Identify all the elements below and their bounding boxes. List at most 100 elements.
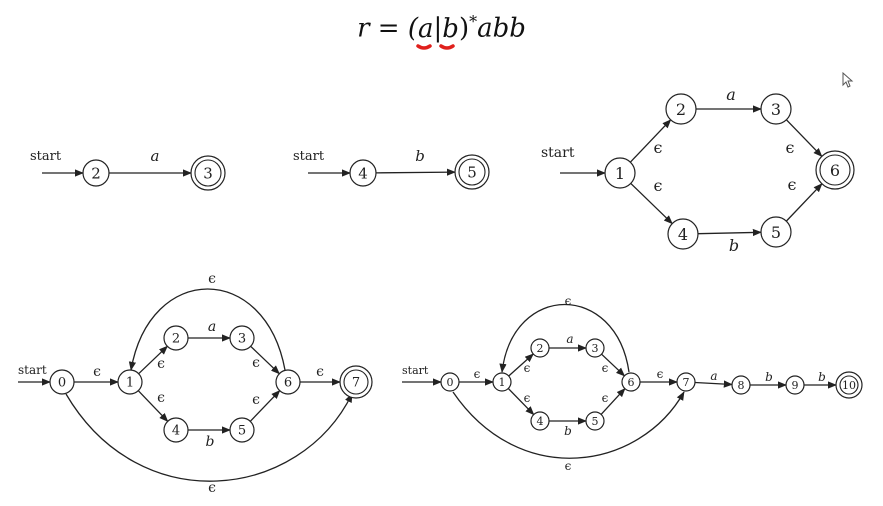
state-label: 0 — [447, 376, 454, 389]
state-label: 2 — [91, 164, 101, 182]
nfa-union-start-label: start — [541, 145, 575, 161]
state-label: 6 — [284, 376, 292, 391]
nfa-star-state-0: 0 — [49, 369, 75, 395]
nfa-union-state-5: 5 — [760, 216, 792, 248]
nfa-full-edge-8-9-label: b — [765, 370, 773, 384]
state-circle — [229, 325, 255, 351]
state-circle — [785, 375, 805, 395]
state-circle — [440, 372, 460, 392]
nfa-star-edge-3-6-label: ϵ — [252, 355, 260, 371]
nfa-star-edge-4-5-label: b — [206, 434, 215, 450]
nfa-union-edge-4-5-label: b — [729, 236, 739, 255]
nfa-union-edge-4-5 — [697, 228, 762, 237]
nfa-a-start-label: start — [30, 149, 62, 164]
nfa-union-state-4: 4 — [667, 218, 699, 250]
nfa-union-edge-2-3-label: a — [726, 85, 736, 104]
state-label: 2 — [676, 100, 686, 119]
nfa-star-edge-1-4-label: ϵ — [157, 390, 165, 406]
state-label: 5 — [771, 223, 781, 242]
state-circle — [621, 372, 641, 392]
nfa-full-edge-9-10-label: b — [818, 370, 826, 384]
nfa-a-state-2: 2 — [82, 159, 110, 187]
nfa-star-edge-6-7-label: ϵ — [316, 364, 324, 380]
state-label: 8 — [738, 379, 745, 392]
nfa-full-state-3: 3 — [585, 338, 605, 358]
state-circle — [585, 338, 605, 358]
nfa-full-edge-3-6 — [601, 353, 626, 377]
nfa-full-state-5: 5 — [585, 411, 605, 431]
state-circle — [229, 417, 255, 443]
state-label: 0 — [58, 376, 66, 391]
formula-close: ) — [458, 13, 470, 44]
state-label: 4 — [537, 415, 544, 428]
nfa-full-edge-6-1 — [499, 304, 630, 373]
state-circle — [604, 157, 636, 189]
nfa-b-edge-4-5-label: b — [415, 147, 425, 165]
state-label: 1 — [499, 376, 506, 389]
state-label: 10 — [842, 379, 856, 392]
nfa-union-edge-1-2 — [629, 119, 672, 163]
state-label: 5 — [238, 424, 246, 439]
nfa-union-state-3: 3 — [760, 93, 792, 125]
nfa-star-edge-1-4 — [137, 390, 169, 422]
state-label: 7 — [352, 376, 360, 391]
state-circle — [82, 159, 110, 187]
state-circle — [163, 325, 189, 351]
nfa-full-edge-1-4-label: ϵ — [524, 391, 531, 405]
nfa-full-edge-1-4 — [507, 387, 535, 416]
nfa-a-state-3: 3 — [190, 155, 226, 191]
nfa-star-state-4: 4 — [163, 417, 189, 443]
nfa-star-edge-0-1-label: ϵ — [93, 364, 101, 380]
nfa-full-edge-5-6-label: ϵ — [602, 391, 609, 405]
state-circle — [163, 417, 189, 443]
state-circle — [585, 411, 605, 431]
state-label: 6 — [628, 376, 635, 389]
state-label: 1 — [615, 164, 625, 183]
nfa-union-edge-1-4-label: ϵ — [654, 176, 663, 195]
formula-bar: | — [433, 13, 443, 44]
nfa-star-edge-2-3-label: a — [208, 319, 216, 335]
nfa-union-edge-1-4 — [630, 182, 673, 225]
nfa-full-state-0: 0 — [440, 372, 460, 392]
nfa-union-edge-5-6-label: ϵ — [788, 175, 797, 194]
formula-symbol-a: a — [418, 13, 434, 44]
nfa-full-state-8: 8 — [731, 375, 751, 395]
state-circle — [667, 218, 699, 250]
nfa-star-state-1: 1 — [117, 369, 143, 395]
state-circle — [760, 93, 792, 125]
nfa-star-edge-5-6-label: ϵ — [252, 392, 260, 408]
formula-symbol-b: b — [442, 13, 459, 44]
nfa-full-edge-1-2-label: ϵ — [524, 361, 531, 375]
nfa-full-edge-6-7-label: ϵ — [657, 367, 664, 381]
nfa-full-state-10: 10 — [835, 371, 863, 399]
formula-star: * — [469, 12, 478, 31]
regex-formula: r = (a|b)*abb — [0, 12, 883, 44]
mouse-cursor-icon — [842, 72, 854, 88]
nfa-full-edge-7-8 — [694, 380, 733, 388]
nfa-union-edge-1-2-label: ϵ — [654, 138, 663, 157]
state-circle — [815, 150, 855, 190]
nfa-full-state-4: 4 — [530, 411, 550, 431]
red-underline-b — [439, 44, 455, 50]
nfa-full-state-2: 2 — [530, 338, 550, 358]
state-circle — [275, 369, 301, 395]
state-label: 9 — [792, 379, 799, 392]
state-label: 4 — [678, 225, 688, 244]
state-label: 7 — [683, 376, 690, 389]
nfa-union-edge-3-6-label: ϵ — [786, 138, 795, 157]
nfa-full-edge-1-2 — [508, 353, 534, 377]
nfa-union-state-2: 2 — [665, 93, 697, 125]
state-circle — [349, 159, 377, 187]
state-label: 2 — [537, 342, 544, 355]
accepting-ring — [194, 159, 222, 187]
nfa-a-edge-2-3-label: a — [151, 147, 160, 165]
state-circle — [731, 375, 751, 395]
nfa-b-start-label: start — [293, 149, 325, 164]
nfa-union-state-6: 6 — [815, 150, 855, 190]
formula-lhs: r = ( — [357, 13, 418, 44]
nfa-a-diagram: start a 2 3 — [30, 147, 226, 191]
